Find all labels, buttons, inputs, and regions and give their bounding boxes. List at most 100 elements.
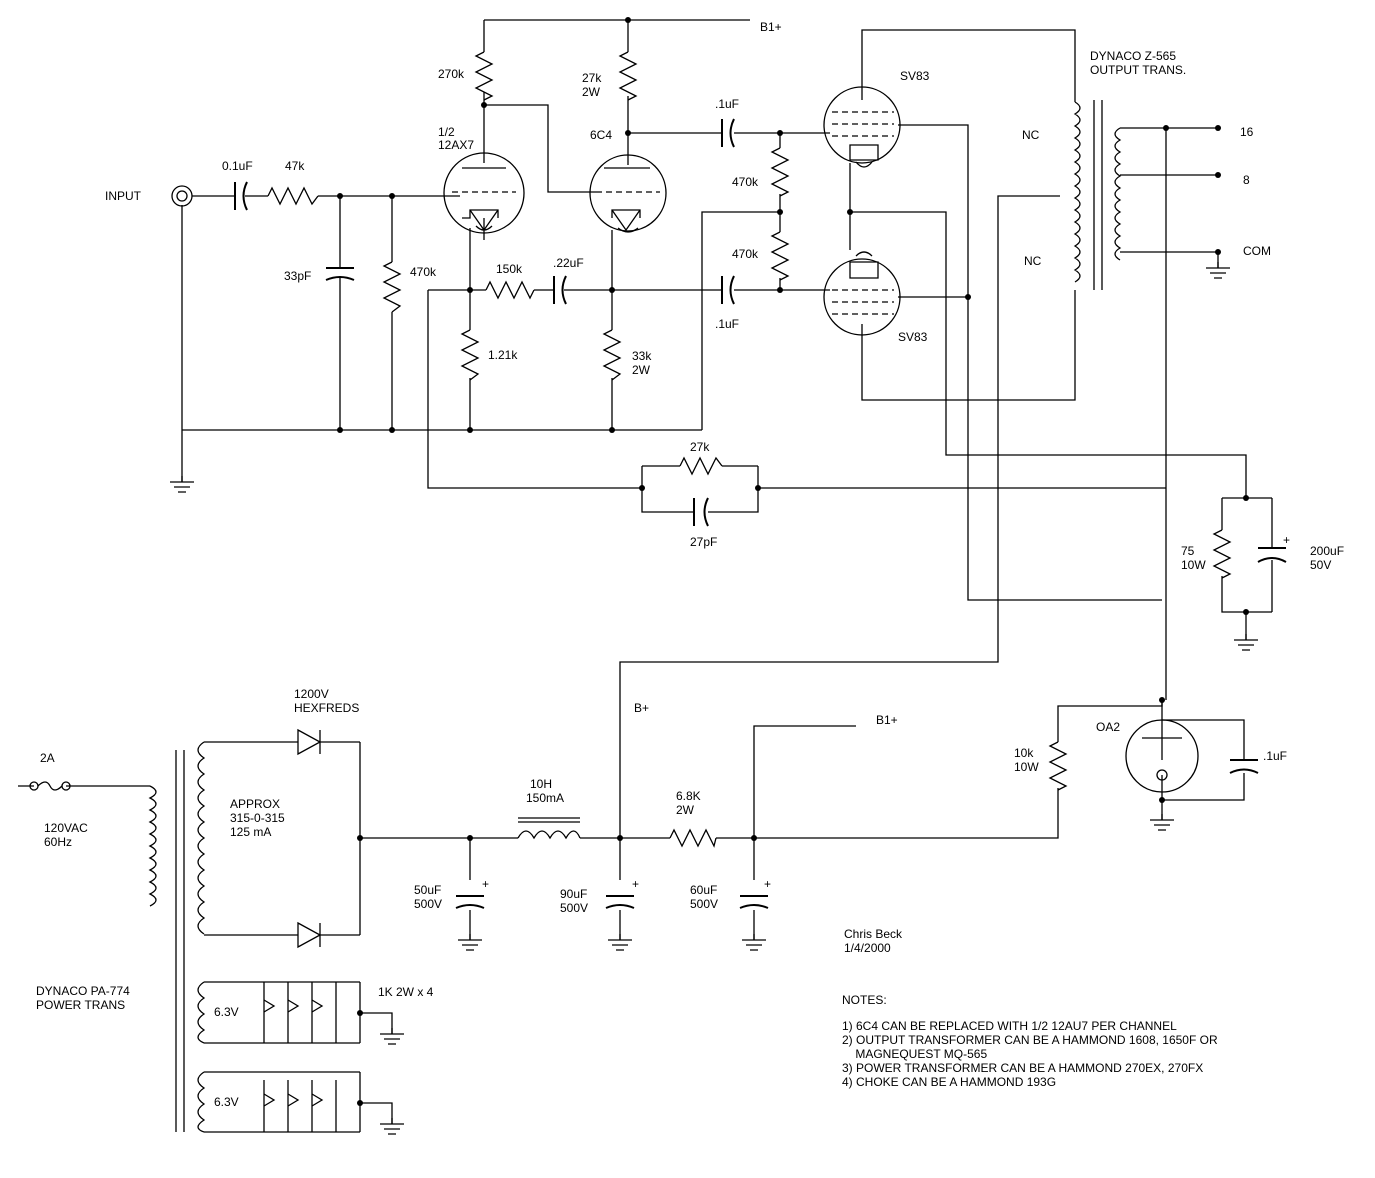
fuse-2a [29, 781, 71, 791]
fuse-label: 2A [40, 751, 55, 765]
tap-16-label: 16 [1240, 125, 1254, 139]
tube-oa2 [1125, 700, 1199, 793]
junction-dot [389, 427, 395, 433]
resistor-270k [474, 51, 494, 101]
ground-icon [170, 476, 194, 493]
ground-symbols [170, 262, 1258, 1135]
sv83-top-label: SV83 [900, 69, 930, 83]
ground-icon [1150, 814, 1174, 831]
r150k-label: 150k [496, 262, 523, 276]
note-3: 3) POWER TRANSFORMER CAN BE A HAMMOND 27… [842, 1061, 1203, 1075]
junction-dots [337, 17, 1249, 1106]
cap-0.22uF [553, 275, 567, 305]
resistor-150k [485, 280, 535, 300]
junction-dot [777, 130, 783, 136]
htr1-label: 6.3V [214, 1005, 239, 1019]
htr2-label: 6.3V [214, 1095, 239, 1109]
c200u-polarity: + [1283, 533, 1290, 547]
junction-dot [357, 835, 363, 841]
output-transformer [1073, 100, 1122, 290]
resistor-1.21k [460, 329, 480, 381]
note-2b: MAGNEQUEST MQ-565 [842, 1047, 987, 1061]
tube-sv83-top [823, 86, 901, 168]
r270k-label: 270k [438, 67, 465, 81]
notes-title: NOTES: [842, 993, 887, 1007]
nc-top-label: NC [1022, 128, 1040, 142]
junction-dot [617, 835, 623, 841]
r68k-label-2: 2W [676, 803, 695, 817]
nc-bot-label: NC [1024, 254, 1042, 268]
junction-dot [755, 485, 761, 491]
cap-90uF [605, 895, 635, 940]
pt-sec-2: 315-0-315 [230, 811, 285, 825]
choke-label-2: 150mA [526, 791, 564, 805]
r10k-label-2: 10W [1014, 760, 1039, 774]
htr-r-label: 1K 2W x 4 [378, 985, 434, 999]
junction-dot [357, 1100, 363, 1106]
sv83-bot-label: SV83 [898, 330, 928, 344]
r75-label-1: 75 [1181, 544, 1195, 558]
junction-dot [1159, 797, 1165, 803]
c50u-label-2: 500V [414, 897, 442, 911]
tube-12ax7 [443, 152, 525, 240]
fb-r-label: 27k [690, 440, 710, 454]
junction-dot [639, 485, 645, 491]
resistor-470k-lower [770, 231, 790, 281]
cap-input [234, 181, 248, 211]
junction-dot [481, 102, 487, 108]
ot-title-1: DYNACO Z-565 [1090, 49, 1176, 63]
tube-v1-label-2: 12AX7 [438, 138, 474, 152]
resistor-27k-2w [618, 51, 638, 101]
junction-dot [1163, 125, 1169, 131]
c33p-label: 33pF [284, 269, 311, 283]
junction-dot [357, 1010, 363, 1016]
junction-dot [751, 835, 757, 841]
diode-top [297, 728, 322, 756]
note-4: 4) CHOKE CAN BE A HAMMOND 193G [842, 1075, 1056, 1089]
cap-0.1uF-top [721, 118, 735, 148]
ground-icon [608, 934, 632, 951]
c60u-polarity: + [764, 877, 771, 891]
ground-icon [380, 1118, 404, 1135]
pt-sec-1: APPROX [230, 797, 280, 811]
cap-oa2 [1229, 759, 1259, 774]
note-2: 2) OUTPUT TRANSFORMER CAN BE A HAMMOND 1… [842, 1033, 1218, 1047]
r75-label-2: 10W [1181, 558, 1206, 572]
r470k-a-label: 470k [732, 175, 759, 189]
bplus-label: B+ [634, 701, 649, 715]
ground-icon [380, 1028, 404, 1045]
r68k-label-1: 6.8K [676, 789, 701, 803]
rect-label-1: 1200V [294, 687, 329, 701]
r27k-label-2: 2W [582, 85, 601, 99]
resistor-470k-upper [770, 147, 790, 197]
c-oa2-label: .1uF [1263, 749, 1287, 763]
resistor-75-10w [1212, 529, 1232, 579]
r470k-grid-label: 470k [410, 265, 437, 279]
ground-icon [458, 934, 482, 951]
cap-input-label: 0.1uF [222, 159, 253, 173]
mains-label-2: 60Hz [44, 835, 72, 849]
b1plus-bot-label: B1+ [876, 713, 898, 727]
pt-sec-3: 125 mA [230, 825, 271, 839]
pt-title-1: DYNACO PA-774 [36, 984, 130, 998]
cap-27pF [693, 497, 709, 527]
c200u-label-1: 200uF [1310, 544, 1344, 558]
r33k-label-1: 33k [632, 349, 652, 363]
junction-dot [337, 427, 343, 433]
junction-dot [467, 287, 473, 293]
junction-dot [609, 287, 615, 293]
c60u-label-2: 500V [690, 897, 718, 911]
cap-50uF [455, 895, 485, 940]
junction-dot [1215, 172, 1221, 178]
resistor-470k-grid [382, 261, 402, 313]
ground-icon [1234, 634, 1258, 651]
ot-title-2: OUTPUT TRANS. [1090, 63, 1186, 77]
labels: INPUT 0.1uF 47k 33pF 470k 270k 1/2 12AX7… [36, 20, 1344, 1109]
c90u-polarity: + [632, 877, 639, 891]
cap-60uF [739, 895, 769, 940]
oa2-label: OA2 [1096, 720, 1120, 734]
cap-200uF [1257, 547, 1287, 563]
c200u-label-2: 50V [1310, 558, 1331, 572]
